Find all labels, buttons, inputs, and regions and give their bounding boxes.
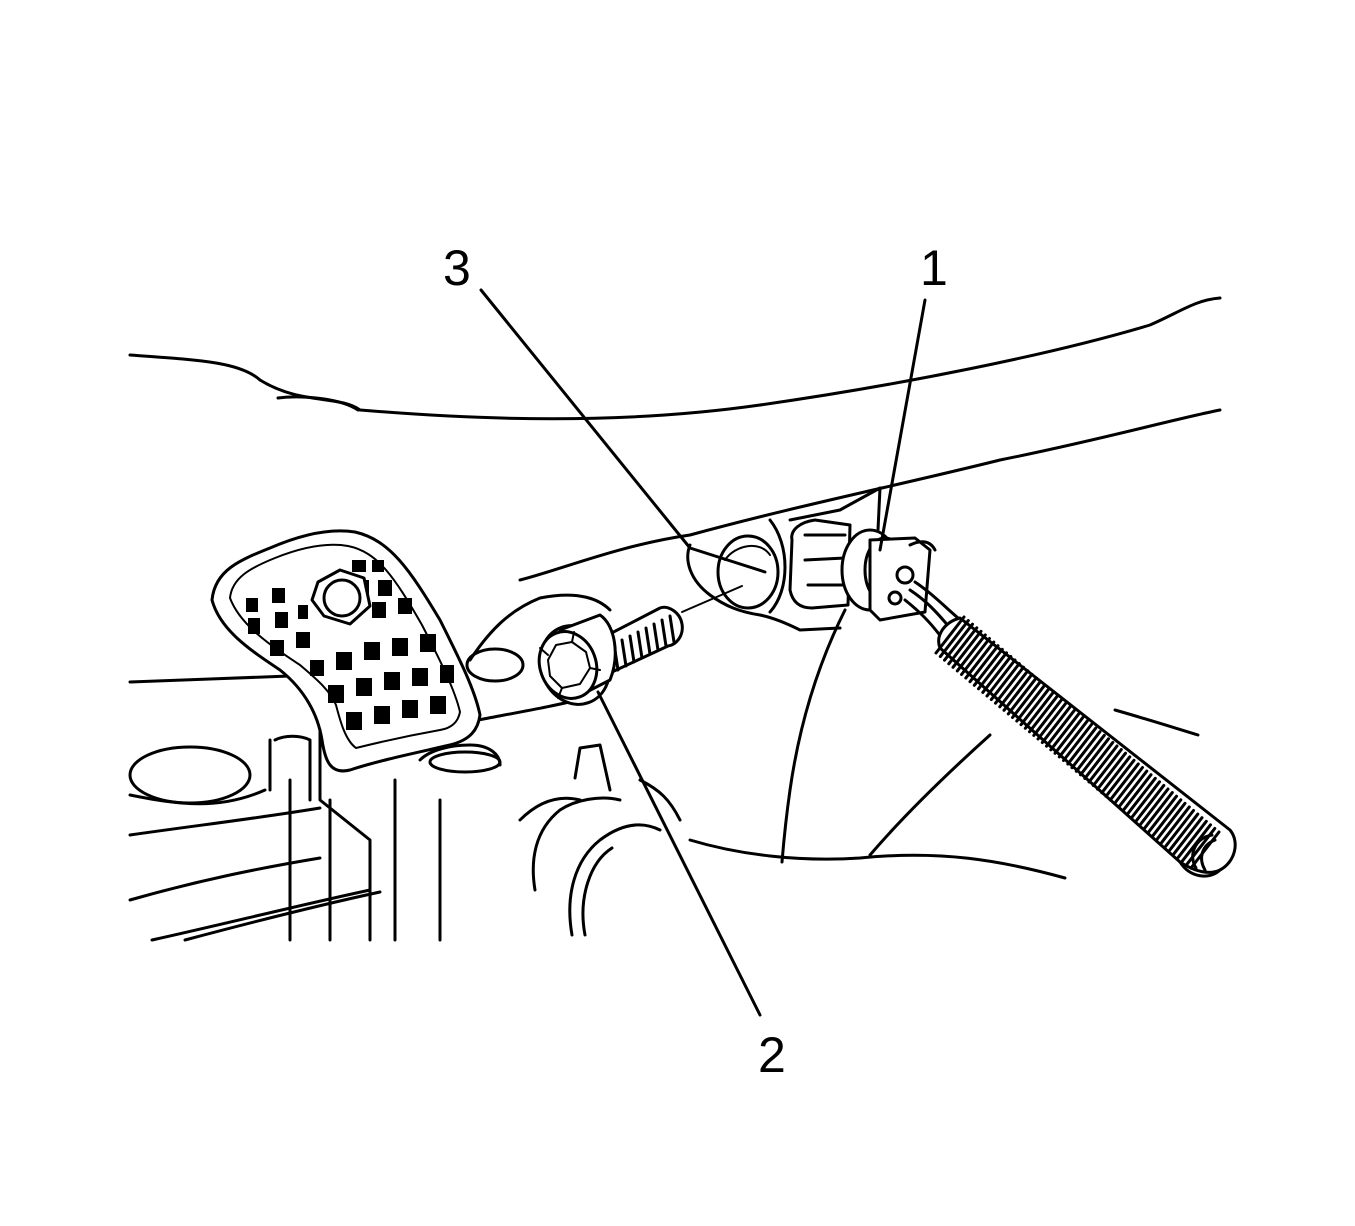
bolt-axis-line [681,585,743,613]
panel-crease [868,733,992,857]
upper-panel-bulge [276,395,360,412]
panel-seam [780,608,847,864]
wire-conduit [934,615,1237,878]
callout-3: 3 [443,240,471,296]
leader-3 [479,288,692,550]
bracket [210,529,482,773]
callout-1: 1 [920,240,948,296]
bolt [537,605,684,706]
upper-panel-lower-edge [518,408,1222,582]
leader-1 [878,298,927,552]
leader-3-path [688,546,767,574]
leader-2 [596,690,762,1017]
upper-panel-top-edge [128,296,1222,421]
callout-2: 2 [758,1027,786,1083]
flange-boss [465,647,525,683]
left-panel-edge [128,674,292,684]
sensor [788,518,960,640]
right-panel-edge [1113,708,1200,737]
mount-flange [468,593,612,662]
lower-assembly [128,728,1067,942]
